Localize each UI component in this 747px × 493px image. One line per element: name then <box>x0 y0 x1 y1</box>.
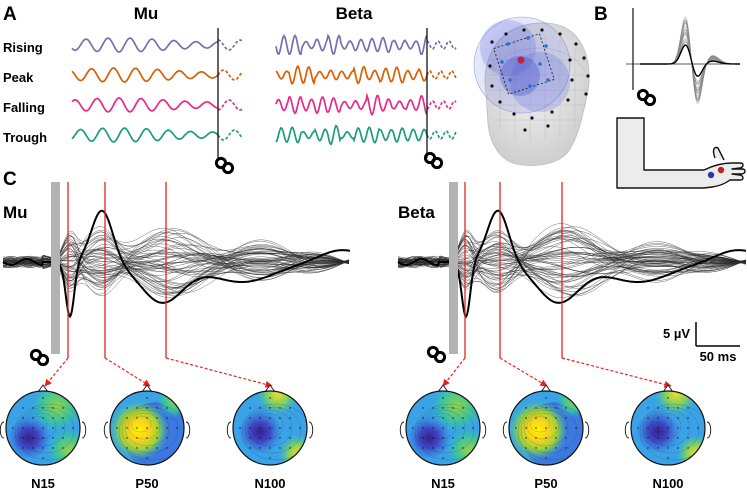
tep-channel-trace <box>2 252 349 273</box>
component-label-n100-mu: N100 <box>254 476 285 491</box>
tep-channel-trace <box>3 248 349 272</box>
beta-waveform <box>275 124 428 146</box>
beta-waveform-forecast <box>426 39 457 50</box>
tms-coil-icon <box>423 151 444 170</box>
stimulus-artifact-bar-beta <box>449 182 458 354</box>
beta-waveform-forecast <box>426 100 457 111</box>
arrow-n100-beta <box>561 357 672 388</box>
mu-waveform-forecast <box>217 99 243 111</box>
scale-time-label: 50 ms <box>700 349 737 364</box>
beta-waveform <box>275 64 428 86</box>
arm-hand-drawing <box>616 117 746 189</box>
scale-bar: 5 µV 50 ms <box>663 322 740 364</box>
column-header-beta: Beta <box>336 4 373 23</box>
head-model-with-electrodes <box>473 16 590 166</box>
topoplot-n100 <box>226 384 314 466</box>
beta-waveform <box>275 33 428 56</box>
beta-waveform <box>275 92 428 117</box>
panel-label-a: A <box>3 4 17 25</box>
beta-waveform-forecast <box>426 70 457 80</box>
component-label-n15-mu: N15 <box>31 476 55 491</box>
arrow-n100-mu <box>165 357 273 388</box>
stimulus-artifact-bar-mu <box>51 182 60 354</box>
topoplots <box>0 384 712 466</box>
scale-amplitude-label: 5 µV <box>663 326 690 341</box>
topoplot-p50 <box>103 384 191 466</box>
mu-waveform <box>71 97 219 113</box>
panel-a-waveforms <box>71 33 457 146</box>
row-label-rising: Rising <box>3 40 43 55</box>
arrow-n15-beta <box>442 357 466 387</box>
mu-waveform-forecast <box>217 69 243 81</box>
mu-waveform <box>71 37 219 53</box>
tep-average-trace <box>2 209 351 319</box>
arrow-p50-mu <box>104 357 151 387</box>
mu-waveform <box>71 67 219 83</box>
tms-coil-icon <box>426 345 447 364</box>
tms-coil-icon <box>636 88 657 107</box>
topoplot-n15 <box>0 384 87 466</box>
component-label-n100-beta: N100 <box>652 476 683 491</box>
mep-traces <box>626 8 741 105</box>
tep-channel-trace <box>2 231 350 290</box>
topoplot-n100 <box>624 384 712 466</box>
topoplot-arrows <box>44 357 672 388</box>
tms-coil-icon <box>214 156 235 175</box>
beta-waveform-forecast <box>426 130 457 140</box>
component-markers-beta <box>464 182 563 358</box>
component-label-p50-mu: P50 <box>135 476 158 491</box>
row-label-falling: Falling <box>3 100 45 115</box>
row-label-peak: Peak <box>3 70 34 85</box>
tep-channel-trace <box>2 240 350 284</box>
topoplot-p50 <box>502 384 590 466</box>
row-label-trough: Trough <box>3 130 47 145</box>
tep-channel-trace <box>2 249 350 268</box>
component-markers-mu <box>67 182 167 358</box>
tep-channel-trace <box>2 255 350 287</box>
component-label-n15-beta: N15 <box>431 476 455 491</box>
tep-channel-trace <box>2 248 350 289</box>
panel-label-b: B <box>594 4 608 25</box>
tep-channel-trace <box>2 251 350 281</box>
arrow-n15-mu <box>44 357 69 387</box>
mu-waveform <box>71 127 219 143</box>
tep-channel-trace <box>2 244 350 289</box>
component-label-p50-beta: P50 <box>534 476 557 491</box>
topoplot-n15 <box>399 384 487 466</box>
condition-label-mu: Mu <box>3 203 28 222</box>
mu-waveform-forecast <box>217 129 243 141</box>
tep-channel-trace <box>2 252 350 283</box>
tep-channel-trace <box>2 231 350 281</box>
mu-waveform-forecast <box>217 39 243 51</box>
column-header-mu: Mu <box>134 4 159 23</box>
arrow-p50-beta <box>499 357 548 387</box>
tep-traces-mu <box>2 209 351 319</box>
panel-label-c: C <box>3 169 17 190</box>
condition-label-beta: Beta <box>398 203 435 222</box>
tms-coil-icon <box>29 348 50 367</box>
